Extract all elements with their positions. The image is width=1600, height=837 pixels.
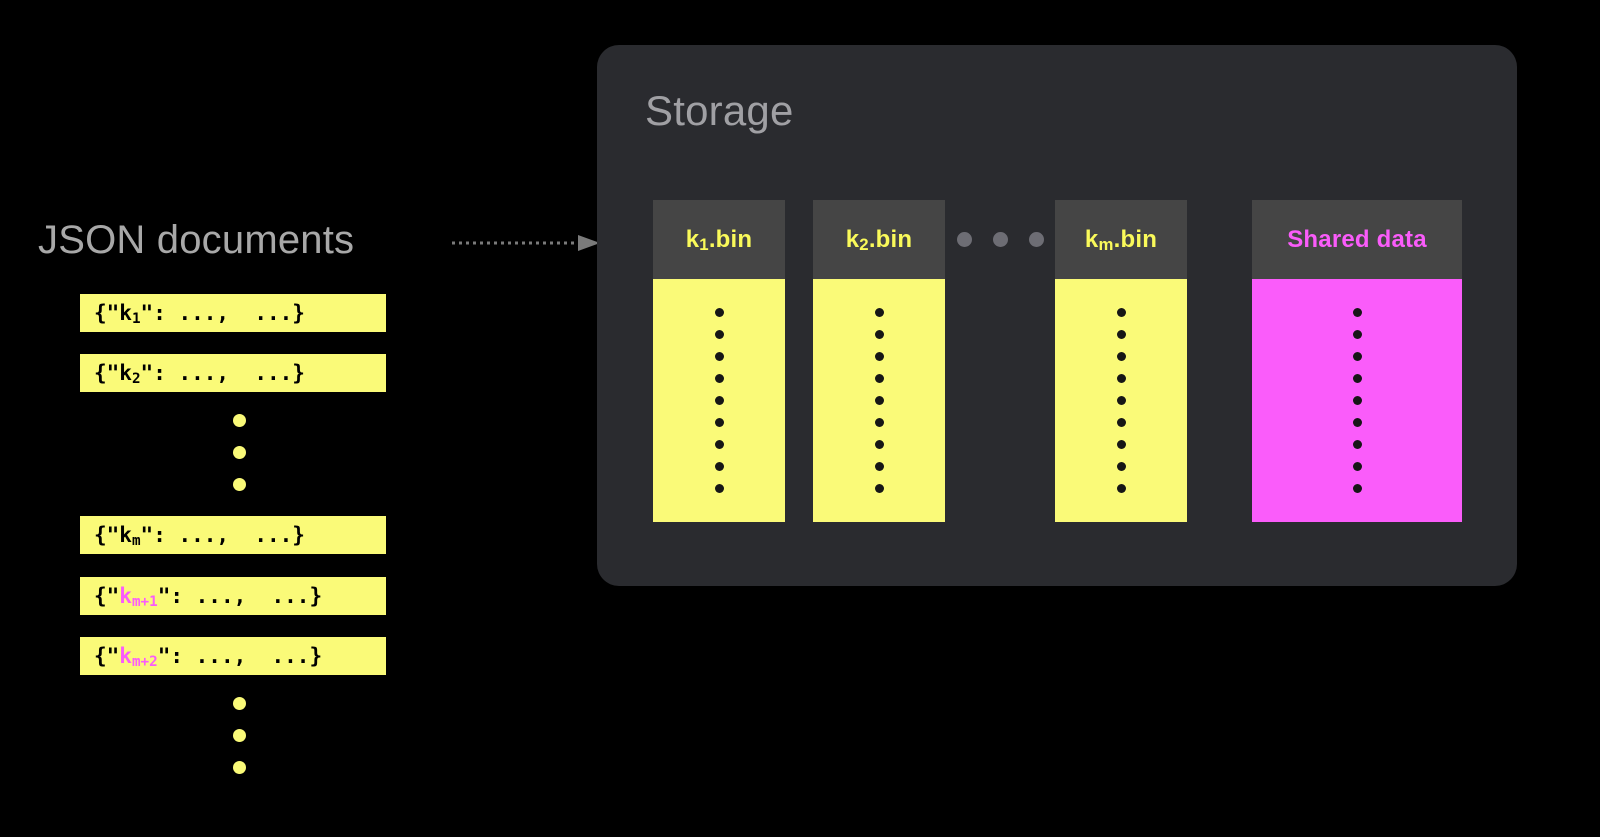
storage-panel: Storage k1.bin k2.bin	[597, 45, 1517, 586]
bin-k2[interactable]: k2.bin	[813, 200, 945, 522]
bin-shared-data-label: Shared data	[1287, 225, 1427, 253]
record-dot	[1116, 484, 1126, 493]
record-dot	[1352, 330, 1362, 339]
bin-k2-header: k2.bin	[813, 200, 945, 279]
bin-km-label: km.bin	[1084, 225, 1158, 255]
json-suffix: ": ..., ...}	[140, 300, 305, 325]
record-dot	[874, 330, 884, 339]
json-document-text: {"km+2": ..., ...}	[94, 643, 323, 670]
record-dot	[1116, 374, 1126, 383]
json-document-row-km1: {"km+1": ..., ...}	[80, 577, 386, 615]
storage-title: Storage	[645, 87, 794, 134]
ellipsis-dot	[232, 414, 246, 427]
json-document-text: {"km+1": ..., ...}	[94, 583, 323, 610]
json-key: k2	[119, 360, 141, 387]
bin-shared-data-header: Shared data	[1252, 200, 1462, 279]
record-dot	[1352, 462, 1362, 471]
ellipsis-dot	[232, 446, 246, 459]
record-dot	[1116, 308, 1126, 317]
json-prefix: {"	[94, 643, 120, 668]
json-suffix: ": ..., ...}	[157, 583, 323, 608]
bin-km-body	[1055, 279, 1187, 522]
json-prefix: {"	[94, 522, 120, 547]
record-dot	[1116, 418, 1126, 427]
ellipsis-dot	[232, 761, 246, 774]
json-prefix: {"	[94, 360, 120, 385]
bin-k1-body	[653, 279, 785, 522]
record-dot	[1352, 374, 1362, 383]
json-key: k1	[119, 300, 141, 327]
json-document-row-km: {"km": ..., ...}	[80, 516, 386, 554]
bin-k2-body	[813, 279, 945, 522]
bin-k1-label: k1.bin	[685, 225, 753, 255]
record-dot	[874, 396, 884, 405]
json-documents-column: JSON documents {"k1": ..., ...} {"k2": .…	[0, 0, 600, 837]
record-dot	[714, 308, 724, 317]
record-dot	[1352, 308, 1362, 317]
ellipsis-dot	[232, 697, 246, 710]
record-dot	[1116, 440, 1126, 449]
record-dot	[874, 352, 884, 361]
bin-k1[interactable]: k1.bin	[653, 200, 785, 522]
documents-ellipsis-middle	[226, 414, 252, 491]
record-dot	[714, 352, 724, 361]
record-dot	[874, 308, 884, 317]
json-document-text: {"k1": ..., ...}	[94, 300, 305, 327]
record-dot	[874, 462, 884, 471]
ellipsis-dot	[232, 729, 246, 742]
record-dot	[874, 484, 884, 493]
bin-k1-header: k1.bin	[653, 200, 785, 279]
record-dot	[1116, 396, 1126, 405]
ellipsis-dot	[992, 232, 1008, 247]
bins-ellipsis	[945, 200, 1055, 279]
json-key: km+2	[119, 643, 158, 670]
bin-km-header: km.bin	[1055, 200, 1187, 279]
ellipsis-dot	[956, 232, 972, 247]
record-dot	[1352, 440, 1362, 449]
ellipsis-dot	[1028, 232, 1044, 247]
record-dot	[714, 396, 724, 405]
bin-km[interactable]: km.bin	[1055, 200, 1187, 522]
record-dot	[1116, 330, 1126, 339]
record-dot	[874, 440, 884, 449]
json-document-row-km2: {"km+2": ..., ...}	[80, 637, 386, 675]
json-document-row-k2: {"k2": ..., ...}	[80, 354, 386, 392]
record-dot	[1116, 462, 1126, 471]
json-document-text: {"km": ..., ...}	[94, 522, 305, 549]
record-dot	[714, 418, 724, 427]
bin-shared-data-body	[1252, 279, 1462, 522]
record-dot	[714, 484, 724, 493]
ellipsis-dot	[232, 478, 246, 491]
json-key: km+1	[119, 583, 158, 610]
json-documents-title: JSON documents	[38, 218, 355, 262]
record-dot	[1352, 352, 1362, 361]
record-dot	[874, 418, 884, 427]
json-document-row-k1: {"k1": ..., ...}	[80, 294, 386, 332]
record-dot	[714, 330, 724, 339]
documents-ellipsis-bottom	[226, 697, 252, 774]
json-suffix: ": ..., ...}	[140, 522, 305, 547]
record-dot	[1116, 352, 1126, 361]
bin-shared-data[interactable]: Shared data	[1252, 200, 1462, 522]
json-key: km	[119, 522, 141, 549]
json-prefix: {"	[94, 300, 120, 325]
storage-bins-row: k1.bin k2.bin	[653, 200, 1462, 530]
json-prefix: {"	[94, 583, 120, 608]
json-document-text: {"k2": ..., ...}	[94, 360, 305, 387]
json-suffix: ": ..., ...}	[157, 643, 323, 668]
record-dot	[1352, 396, 1362, 405]
record-dot	[714, 374, 724, 383]
bin-k2-label: k2.bin	[845, 225, 913, 255]
documents-to-storage-arrow	[452, 235, 600, 251]
arrow-head	[578, 235, 600, 251]
record-dot	[714, 462, 724, 471]
record-dot	[714, 440, 724, 449]
record-dot	[1352, 418, 1362, 427]
record-dot	[1352, 484, 1362, 493]
record-dot	[874, 374, 884, 383]
json-suffix: ": ..., ...}	[140, 360, 305, 385]
